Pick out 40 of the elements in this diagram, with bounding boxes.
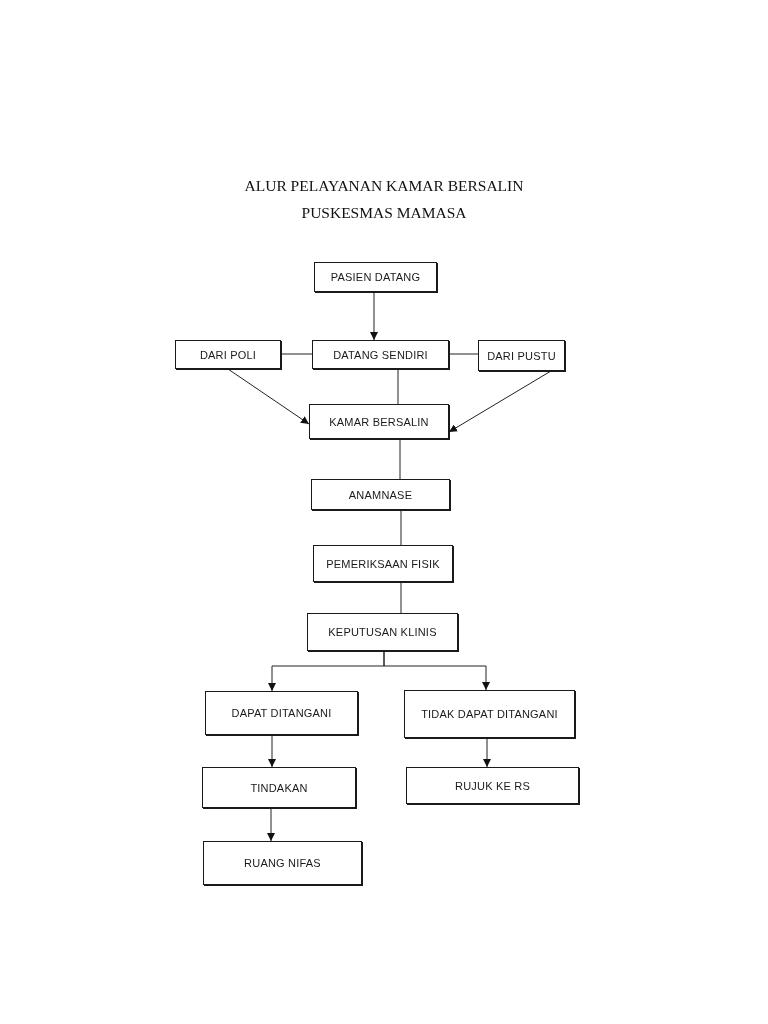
process-box — [307, 613, 458, 651]
step-label: TIDAK DAPAT DITANGANI — [421, 708, 558, 720]
process-box — [314, 262, 437, 292]
connector-line — [400, 509, 402, 546]
step-label: ANAMNASE — [348, 488, 413, 501]
arrow — [268, 734, 276, 768]
step-label: TINDAKAN — [250, 781, 308, 794]
connector-line — [397, 368, 399, 405]
process-box — [309, 404, 449, 439]
process-box — [311, 479, 450, 510]
connector-line — [448, 353, 479, 355]
process-box — [202, 767, 356, 808]
process-box — [313, 545, 453, 582]
arrow — [370, 291, 378, 341]
step-label: DARI POLI — [199, 348, 257, 361]
arrow — [483, 737, 491, 768]
connector-line — [400, 581, 402, 614]
arrow — [448, 370, 552, 433]
arrow — [383, 650, 490, 691]
process-box — [404, 690, 575, 738]
process-box — [406, 767, 579, 804]
step-label: PASIEN DATANG — [330, 271, 421, 283]
arrow — [267, 807, 275, 842]
step-label: DAPAT DITANGANI — [231, 707, 332, 719]
process-box — [478, 340, 565, 371]
process-box — [312, 340, 449, 369]
step-label: RUANG NIFAS — [244, 857, 321, 869]
connector-line — [399, 438, 401, 480]
connector-line — [280, 353, 313, 355]
process-box — [175, 340, 281, 369]
process-box — [205, 691, 358, 735]
step-label: DARI PUSTU — [487, 349, 556, 362]
step-label: KEPUTUSAN KLINIS — [328, 626, 437, 638]
diagram-title: ALUR PELAYANAN KAMAR BERSALIN PUSKESMAS MAMASA — [243, 176, 525, 223]
step-label: DATANG SENDIRI — [333, 348, 428, 361]
process-box — [203, 841, 362, 885]
step-label: KAMAR BERSALIN — [329, 415, 429, 428]
step-label: RUJUK KE RS — [455, 779, 530, 792]
step-label: PEMERIKSAAN FISIK — [326, 557, 440, 570]
arrow — [227, 368, 310, 425]
